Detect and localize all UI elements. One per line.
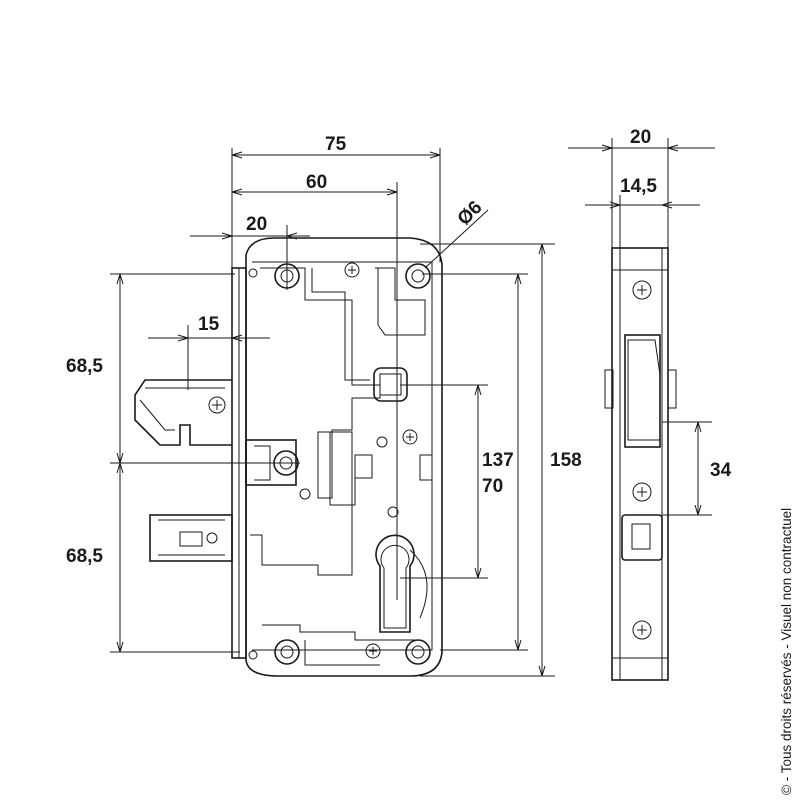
screw-icon [208, 396, 226, 414]
dim-label-70: 70 [482, 476, 503, 497]
side-faceplate [611, 247, 669, 681]
copyright-note: © - Tous droits réservés - Visuel non co… [779, 508, 794, 795]
screw-icon [632, 620, 652, 640]
lock-case [245, 237, 443, 677]
screw-icon [402, 429, 418, 445]
dim-label-side-14-5: 14,5 [620, 176, 657, 197]
dim-label-68-5-upper: 68,5 [66, 356, 103, 377]
dim-label-side-34: 34 [710, 460, 732, 481]
latch-bolt [134, 379, 232, 446]
dim-label-diameter-6: Ø6 [454, 197, 487, 230]
inner-mechanism [250, 267, 381, 576]
front-view [110, 237, 443, 677]
dim-label-60: 60 [306, 172, 327, 193]
mount-hole-bottom-left [274, 639, 300, 665]
dimension-labels: 75 60 20 Ø6 15 68,5 68,5 137 70 158 20 1… [66, 127, 732, 567]
mount-hole-bottom-right [405, 639, 431, 665]
side-view [604, 247, 677, 681]
screw-icon [632, 482, 652, 502]
deadbolt [149, 514, 233, 562]
cylinder-cutout [375, 534, 415, 633]
dim-label-side-20: 20 [630, 127, 651, 148]
dim-label-68-5-lower: 68,5 [66, 546, 103, 567]
dim-label-158: 158 [550, 450, 582, 471]
dim-label-15: 15 [198, 314, 220, 335]
screw-icon [344, 262, 360, 278]
dimension-lines [110, 138, 715, 677]
dim-label-20-top: 20 [246, 214, 267, 235]
mount-hole-top-right [405, 263, 431, 289]
screw-icon [365, 643, 381, 659]
dim-label-137: 137 [482, 450, 514, 471]
dim-label-75: 75 [325, 134, 347, 155]
screw-icon [632, 280, 652, 300]
